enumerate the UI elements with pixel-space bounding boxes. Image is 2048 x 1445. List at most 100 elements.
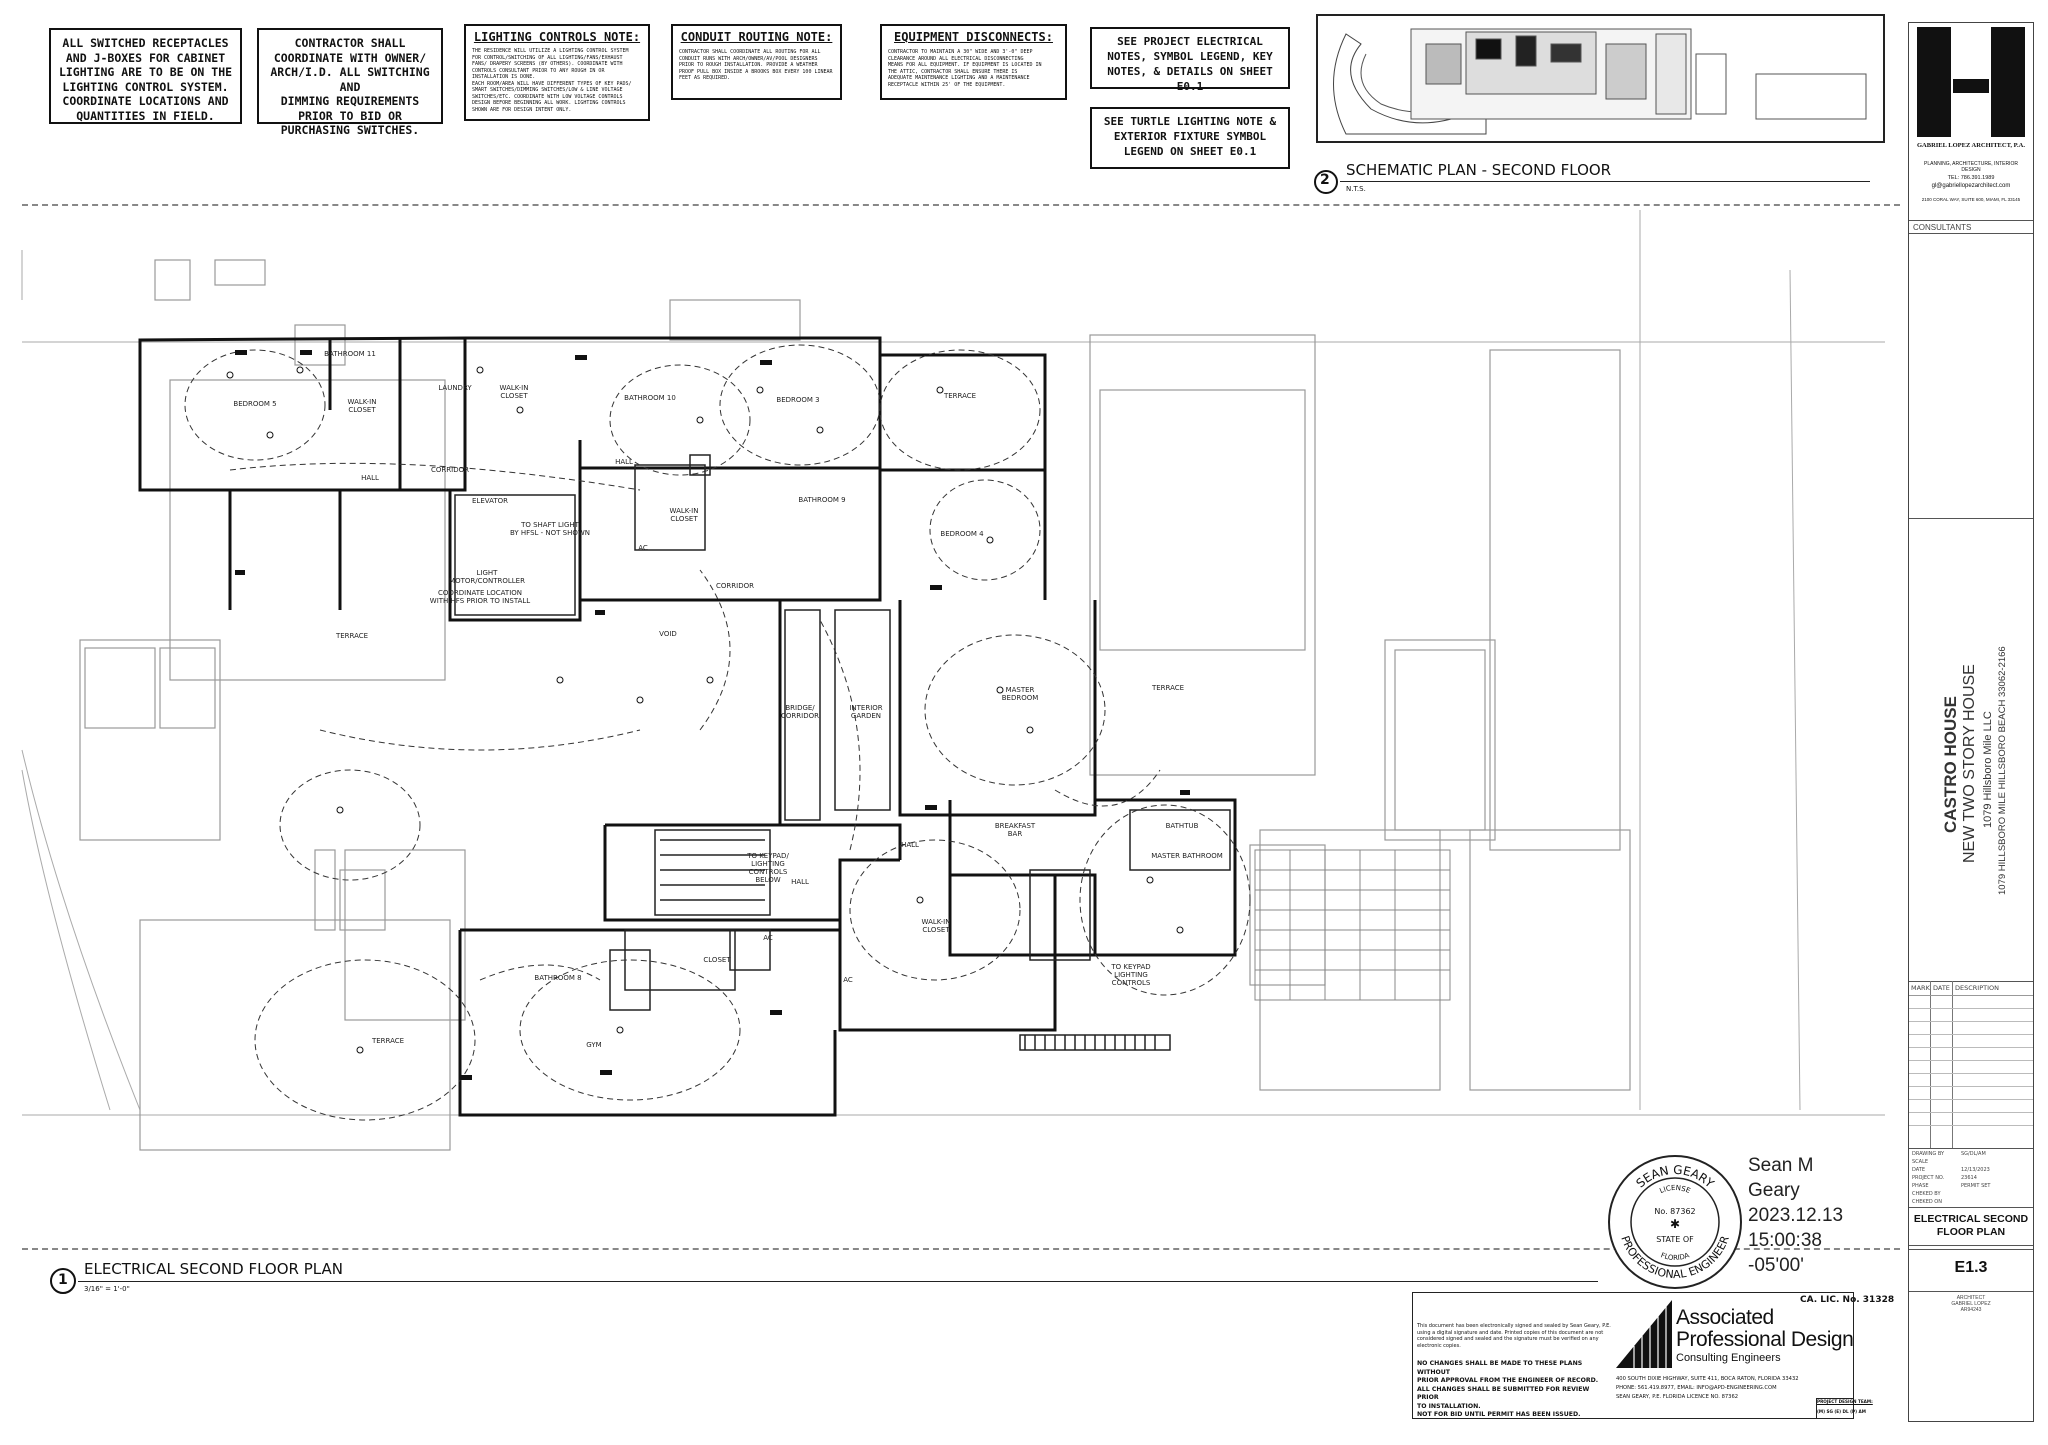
info-label-checked-by: CHEKED BY xyxy=(1912,1191,1941,1197)
room-label-terrace-west: TERRACE xyxy=(335,632,369,640)
architect-address: 2100 CORAL WAY, SUITE 600, MIAMI, FL 331… xyxy=(1921,197,2021,202)
info-label-date: DATE xyxy=(1912,1167,1926,1173)
room-label-master-bathroom: MASTER BATHROOM xyxy=(1151,852,1223,860)
room-label-ac-3: AC xyxy=(843,976,853,984)
seal-star: ✱ xyxy=(1670,1217,1680,1231)
digital-signature: Sean M Geary 2023.12.13 15:00:38 -05'00' xyxy=(1748,1155,1844,1276)
apd-logo xyxy=(1616,1300,1672,1368)
architect-email: gl@gabriellopezarchitect.com xyxy=(1931,183,2011,189)
room-label-bedroom-5: BEDROOM 5 xyxy=(233,400,277,408)
footer-warning: NO CHANGES SHALL BE MADE TO THESE PLANS … xyxy=(1417,1360,1599,1418)
note-contractor-coordinate: CONTRACTOR SHALL COORDINATE WITH OWNER/ … xyxy=(257,28,443,137)
architect-name: GABRIEL LOPEZ ARCHITECT, P.A. xyxy=(1917,142,2025,149)
info-label-phase: PHASE xyxy=(1912,1183,1929,1189)
note-coordinate-location: COORDINATE LOCATION WITH HFS PRIOR TO IN… xyxy=(429,589,531,605)
sheet-title: ELECTRICAL SECOND FLOOR PLAN xyxy=(1913,1213,2029,1238)
room-label-walkin-closet-10: WALK-IN CLOSET xyxy=(499,384,529,400)
revision-header-mark: MARK xyxy=(1911,984,1930,992)
architect-services: PLANNING, ARCHITECTURE, INTERIOR DESIGN xyxy=(1924,161,2018,173)
note-keypad-below: TO KEYPAD/ LIGHTING CONTROLS BELOW xyxy=(747,852,789,884)
info-value-date: 12/13/2023 xyxy=(1961,1167,1990,1173)
room-label-bedroom-4: BEDROOM 4 xyxy=(940,530,984,538)
project-name: CASTRO HOUSE xyxy=(1941,696,1960,833)
title-block: GABRIEL LOPEZ ARCHITECT, P.A. PLANNING, … xyxy=(1908,22,2034,1422)
info-label-scale: SCALE xyxy=(1912,1159,1929,1165)
room-label-closet-gym: CLOSET xyxy=(703,956,731,964)
revision-header-description: DESCRIPTION xyxy=(1955,984,1999,992)
room-label-bathroom-10: BATHROOM 10 xyxy=(624,394,676,402)
info-label-project-no: PROJECT NO. xyxy=(1912,1175,1945,1181)
architect-phone: TEL: 786.391.1989 xyxy=(1947,175,1995,181)
revision-header-date: DATE xyxy=(1933,984,1950,992)
room-label-master-bedroom: MASTER BEDROOM xyxy=(1001,686,1039,702)
plan-scale: 3/16" = 1'-0" xyxy=(84,1285,130,1293)
room-label-walkin-closet-master: WALK-IN CLOSET xyxy=(921,918,951,934)
architect-logo xyxy=(1913,23,2029,141)
sheet-number: E1.3 xyxy=(1954,1259,1988,1276)
seal-license-arc: LICENSE xyxy=(1658,1184,1691,1195)
schematic-title-number: 2 xyxy=(1320,172,1330,188)
room-label-corridor-south: CORRIDOR xyxy=(716,582,754,590)
note-light-motor: LIGHT MOTOR/CONTROLLER xyxy=(449,569,525,585)
room-label-breakfast-bar: BREAKFAST BAR xyxy=(994,822,1036,838)
schematic-scale-line xyxy=(1340,181,1870,182)
firm-address: 400 SOUTH DIXIE HIGHWAY, SUITE 411, BOCA… xyxy=(1616,1376,1799,1400)
note-shaft-light: TO SHAFT LIGHT BY HFSL - NOT SHOWN xyxy=(509,521,591,537)
room-label-elevator: ELEVATOR xyxy=(472,497,508,505)
room-label-walkin-closet-9: WALK-IN CLOSET xyxy=(669,507,699,523)
electrical-floor-plan xyxy=(21,210,1885,1151)
room-label-bedroom-3: BEDROOM 3 xyxy=(776,396,820,404)
room-label-interior-garden: INTERIOR GARDEN xyxy=(849,704,883,720)
room-label-gym: GYM xyxy=(586,1041,602,1049)
room-label-ac-2: AC xyxy=(763,934,773,942)
firm-subtitle: Consulting Engineers xyxy=(1676,1352,1781,1364)
room-label-terrace-east: TERRACE xyxy=(1151,684,1185,692)
note-switched-receptacles: ALL SWITCHED RECEPTACLES AND J-BOXES FOR… xyxy=(49,28,242,124)
room-label-corridor-north: CORRIDOR xyxy=(431,466,469,474)
note-see-project: SEE PROJECT ELECTRICAL NOTES, SYMBOL LEG… xyxy=(1090,27,1290,93)
plan-title: ELECTRICAL SECOND FLOOR PLAN xyxy=(84,1260,343,1278)
room-label-ac-1: AC xyxy=(638,544,648,552)
seal-number: No. 87362 xyxy=(1654,1207,1695,1216)
note-lighting-controls: LIGHTING CONTROLS NOTE: THE RESIDENCE WI… xyxy=(464,24,650,121)
schematic-scale: N.T.S. xyxy=(1346,185,1366,193)
plan-title-bubble xyxy=(50,1268,76,1294)
room-label-laundry: LAUNDRY xyxy=(438,384,472,392)
room-label-bathroom-11: BATHROOM 11 xyxy=(324,350,376,358)
seal-state: STATE OF xyxy=(1656,1235,1694,1244)
room-label-hall-stair: HALL xyxy=(791,878,809,886)
team-members: (M) SG (E) DL (P) AM xyxy=(1817,1409,1866,1414)
note-see-turtle: SEE TURTLE LIGHTING NOTE & EXTERIOR FIXT… xyxy=(1090,107,1290,169)
schematic-title: SCHEMATIC PLAN - SECOND FLOOR xyxy=(1346,161,1612,179)
project-owner: 1079 Hillsboro Mile LLC xyxy=(1982,711,1994,828)
seal-florida-arc: FLORIDA xyxy=(1660,1251,1691,1262)
schematic-keyplan xyxy=(1316,14,1885,143)
note-keypad-master: TO KEYPAD LIGHTING CONTROLS xyxy=(1111,963,1151,987)
room-label-walkin-closet-11: WALK-IN CLOSET xyxy=(347,398,377,414)
room-label-hall-center: HALL xyxy=(615,458,633,466)
team-title: PROJECT DESIGN TEAM: xyxy=(1817,1399,1873,1404)
room-label-bridge-corridor: BRIDGE/ CORRIDOR xyxy=(781,704,819,720)
consultants-label: CONSULTANTS xyxy=(1913,223,1972,232)
firm-name: Associated Professional Design xyxy=(1676,1306,1854,1351)
room-label-hall-master: HALL xyxy=(901,841,919,849)
info-value-drawn-by: SG/DL/AM xyxy=(1961,1151,1986,1157)
room-label-bathroom-9: BATHROOM 9 xyxy=(798,496,846,504)
info-label-checked-on: CHEKED ON xyxy=(1912,1199,1942,1205)
room-label-terrace-southwest: TERRACE xyxy=(371,1037,405,1045)
info-value-project-no: 23614 xyxy=(1961,1175,1977,1181)
room-label-terrace-north: TERRACE xyxy=(943,392,977,400)
info-label-drawn-by: DRAWING BY xyxy=(1912,1151,1945,1157)
project-address: 1079 HILLSBORO MILE HILLSBORO BEACH 3306… xyxy=(1997,646,2008,895)
note-conduit-routing: CONDUIT ROUTING NOTE: CONTRACTOR SHALL C… xyxy=(671,24,842,100)
room-label-bathroom-8: BATHROOM 8 xyxy=(534,974,582,982)
border-line-top xyxy=(22,204,1900,206)
schematic-title-bubble xyxy=(1314,170,1338,194)
engineer-seal: SEAN GEARY LICENSE PROFESSIONAL ENGINEER… xyxy=(1608,1155,1742,1289)
footer-box xyxy=(1412,1292,1854,1419)
room-label-void: VOID xyxy=(659,630,677,638)
note-equipment-disconnects: EQUIPMENT DISCONNECTS: CONTRACTOR TO MAI… xyxy=(880,24,1067,100)
footer-disclaimer: This document has been electronically si… xyxy=(1417,1323,1611,1349)
architect-stamp-label: ARCHITECT GABRIEL LOPEZ AR94243 xyxy=(1951,1295,1991,1313)
info-value-phase: PERMIT SET xyxy=(1961,1183,1991,1189)
